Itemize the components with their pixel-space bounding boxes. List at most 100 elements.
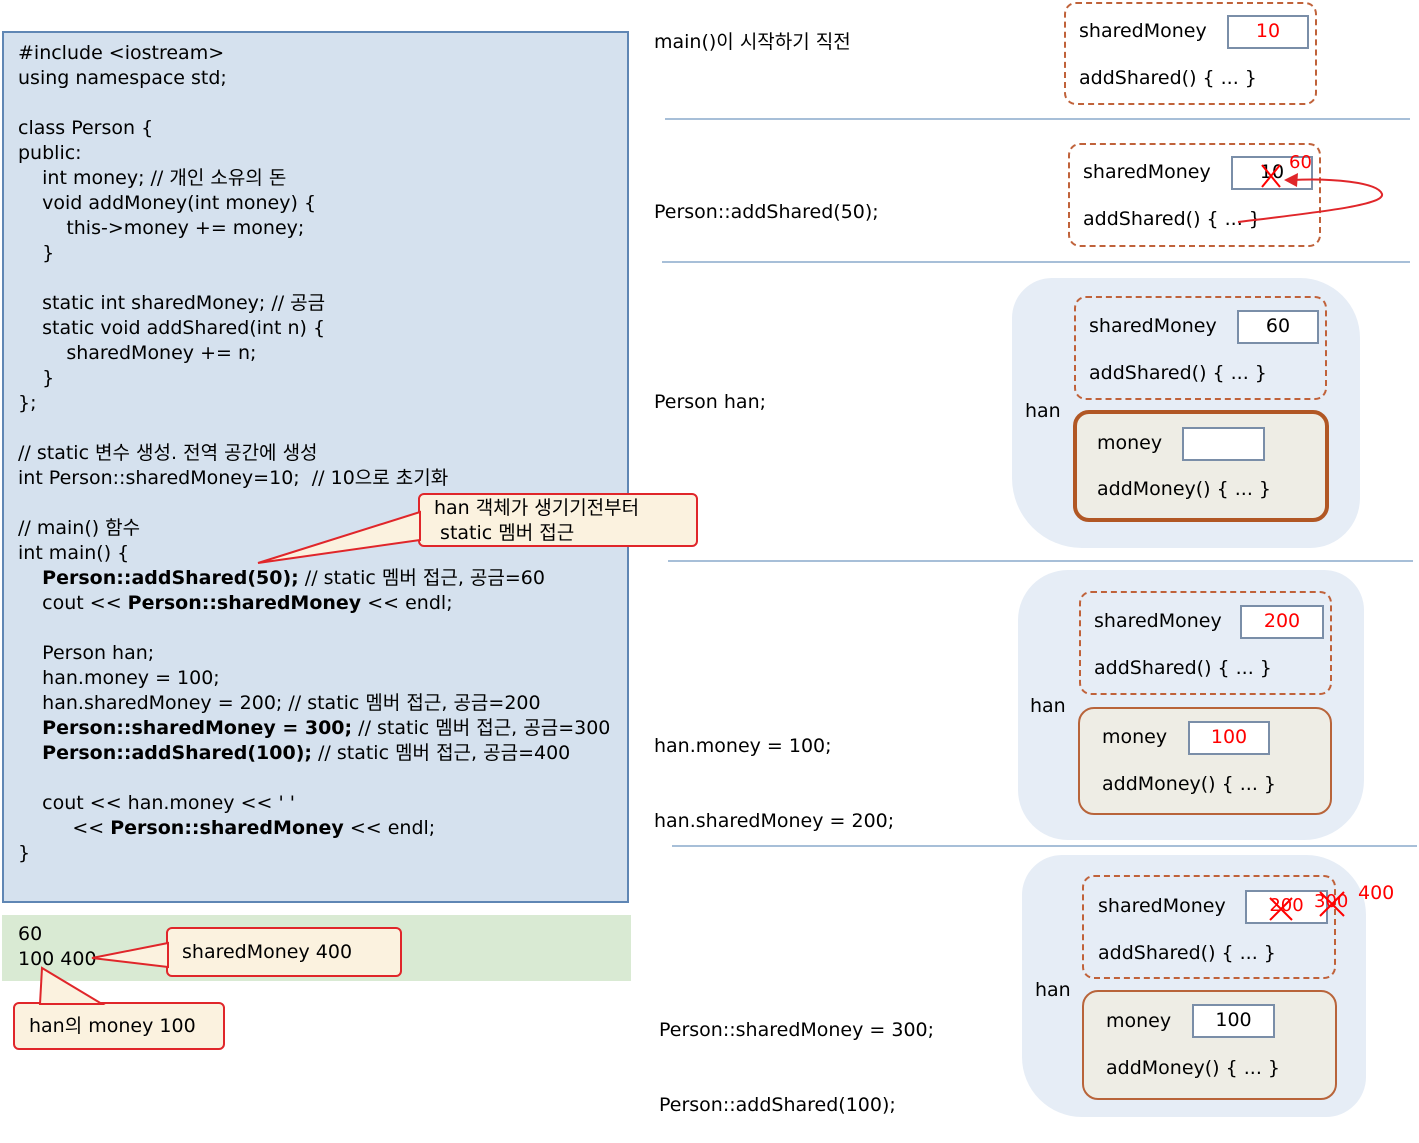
code-line: Person::addShared(100); // static 멤버 접근,… [18,741,610,766]
code-line: int money; // 개인 소유의 돈 [18,167,287,189]
callout-text: han의 money 100 [29,1015,196,1037]
step-label-before-main: main()이 시작하기 직전 [654,31,851,53]
add-shared-func: addShared() { ... } [1079,67,1257,89]
code-listing: #include <iostream> using namespace std;… [18,41,610,866]
static-members-box: sharedMoney 10 addShared() { ... } [1068,143,1321,247]
shared-money-label: sharedMoney [1083,161,1211,183]
shared-money-new-value: 60 [1289,152,1312,173]
code-line: cout << han.money << ' ' [18,791,610,816]
instance-members-box: money 100 addMoney() { ... } [1082,990,1337,1100]
code-line: Person han; [18,641,610,666]
code-text: << endl; [361,592,453,614]
shared-money-label: sharedMoney [1089,315,1217,337]
static-members-box: sharedMoney 200 addShared() { ... } [1082,875,1336,979]
callout-static-before-object: han 객체가 생기기전부터 static 멤버 접근 [418,493,698,547]
shared-money-old-value: 200 [1245,890,1328,924]
money-value: 100 [1188,721,1270,755]
shared-money-value-400: 400 [1358,882,1395,904]
money-label: money [1097,432,1163,454]
update-arrow [1237,178,1383,223]
code-text: // static 멤버 접근, 공금=300 [352,717,611,739]
code-text: han.sharedMoney = 200; // static 멤버 접근, … [42,692,541,714]
money-label: money [1106,1010,1172,1032]
code-line: << Person::sharedMoney << endl; [18,816,610,841]
code-line: public: [18,142,82,164]
code-bold: Person::addShared(50); [42,567,299,589]
callout-pointer [257,510,421,564]
code-line: void addMoney(int money) { [18,192,317,214]
update-arrow-head [1284,173,1298,187]
object-name-han: han [1030,695,1066,717]
code-text: Person han; [42,642,155,664]
add-shared-func: addShared() { ... } [1094,657,1272,679]
instance-members-box: money 100 addMoney() { ... } [1078,707,1332,815]
shared-money-label: sharedMoney [1094,610,1222,632]
step-separator [672,845,1417,847]
static-members-box: sharedMoney 200 addShared() { ... } [1079,591,1332,695]
step-label-add-shared-50: Person::addShared(50); [654,201,879,223]
cross-out-mark [1269,897,1293,921]
add-money-func: addMoney() { ... } [1106,1057,1280,1079]
code-line: static int sharedMoney; // 공금 [18,292,326,314]
code-line: } [18,842,31,864]
code-line: Person::sharedMoney = 300; // static 멤버 … [18,716,610,741]
code-text: cout << han.money << ' ' [42,792,295,814]
step-separator [665,118,1410,120]
static-members-box: sharedMoney 10 addShared() { ... } [1064,2,1317,105]
callout-han-money-100: han의 money 100 [13,1002,225,1050]
code-line: // main() 함수 [18,517,141,539]
code-bold: Person::addShared(100); [42,742,312,764]
code-line: using namespace std; [18,67,227,89]
step-label-han-money: han.money = 100; han.sharedMoney = 200; [654,684,894,859]
callout-pointer [38,966,106,1005]
callout-line: static 멤버 접근 [434,522,575,544]
step-label-line: han.money = 100; [654,735,832,757]
code-text: cout << [42,592,128,614]
object-name-han: han [1025,400,1061,422]
money-label: money [1102,726,1168,748]
code-line: this->money += money; [18,217,305,239]
code-line: }; [18,392,37,414]
step-label-shared-300: Person::sharedMoney = 300; Person::addSh… [659,968,934,1143]
code-text: // static 멤버 접근, 공금=60 [298,567,545,589]
shared-money-old-value: 10 [1231,156,1313,190]
code-line: // static 변수 생성. 전역 공간에 생성 [18,442,318,464]
code-line: #include <iostream> [18,42,225,64]
code-line: static void addShared(int n) { [18,317,326,339]
code-line: } [18,242,55,264]
money-value: 100 [1192,1004,1275,1038]
code-line: Person::addShared(50); // static 멤버 접근, … [18,566,610,591]
callout-pointer [91,941,169,969]
instance-members-box: money addMoney() { ... } [1073,410,1329,522]
code-text: // static 멤버 접근, 공금=400 [311,742,571,764]
step-label-person-han: Person han; [654,391,767,413]
step-label-line: Person::addShared(100); [659,1094,896,1116]
shared-money-label: sharedMoney [1098,895,1226,917]
code-line: int Person::sharedMoney=10; // 10으로 초기화 [18,467,449,489]
object-name-han: han [1035,979,1071,1001]
money-value [1182,427,1265,461]
static-members-box: sharedMoney 60 addShared() { ... } [1074,296,1327,400]
shared-money-label: sharedMoney [1079,20,1207,42]
add-shared-func: addShared() { ... } [1089,362,1267,384]
step-label-line: Person::sharedMoney = 300; [659,1019,935,1041]
step-label-line: han.sharedMoney = 200; [654,810,895,832]
code-panel: #include <iostream> using namespace std;… [2,31,629,903]
code-line: han.money = 100; [18,666,610,691]
step-separator [662,261,1410,263]
add-money-func: addMoney() { ... } [1102,773,1276,795]
output-line-2: 100 400 [18,948,97,970]
code-line: class Person { [18,117,154,139]
code-text: << endl; [343,817,436,839]
code-text: han.money = 100; [42,667,220,689]
code-line: han.sharedMoney = 200; // static 멤버 접근, … [18,691,610,716]
add-shared-func: addShared() { ... } [1098,942,1276,964]
callout-text: sharedMoney 400 [182,941,353,963]
code-bold: Person::sharedMoney [127,592,362,614]
code-line: int main() { [18,542,130,564]
cross-out-mark [1319,891,1345,917]
shared-money-value: 200 [1240,605,1324,639]
code-line: cout << Person::sharedMoney << endl; [18,591,610,616]
code-line: sharedMoney += n; [18,342,257,364]
